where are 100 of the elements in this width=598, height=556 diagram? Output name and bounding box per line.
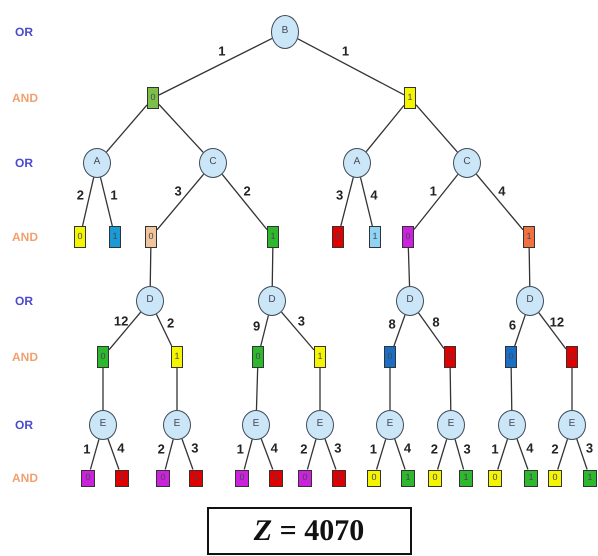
tree-line [244,439,253,470]
and-node-box: 0 [147,87,159,109]
and-node-box: 0 [235,470,249,486]
and-node-box: 1 [369,226,381,248]
and-node-box: 0 [505,346,517,368]
and-node-box: 0 [298,470,312,486]
or-node-ellipse: D [136,286,164,316]
edge-weight: 2 [167,316,174,330]
tree-line [557,438,568,470]
tree-line [497,438,508,470]
tree-line [260,315,270,346]
level-label: OR [15,25,33,39]
tree-line [164,439,174,470]
tree-line [107,438,120,470]
and-node-box: 1 [524,470,538,486]
and-node-box: 1 [404,87,416,109]
tree-line [150,248,152,286]
edge-weight: 1 [342,44,350,58]
edge-weight: 3 [174,184,182,198]
edge-weight: 3 [334,442,342,455]
tree-line [408,248,410,286]
tree-line [366,104,404,152]
or-node-ellipse: C [199,148,227,178]
edge-weight: 1 [491,442,499,456]
tree-line [528,248,530,286]
or-node-ellipse: A [343,148,371,178]
and-node-box: 0 [97,346,109,368]
edge-weight: 9 [252,319,260,332]
tree-line [571,368,573,410]
tree-line [393,314,406,346]
tree-line [260,438,274,470]
edge-weight: 3 [191,442,198,455]
and-node-box: 1 [267,226,279,248]
level-label: AND [12,350,38,364]
edge-weight: 2 [300,442,308,456]
result-box: Z = 4070 [206,507,412,555]
or-node-ellipse: B [271,15,299,49]
or-node-ellipse: C [453,148,481,178]
edge-weight: 4 [526,442,534,455]
tree-line [272,248,274,286]
or-node-ellipse: D [516,286,544,316]
tree-line [516,438,529,470]
and-node-box: 0 [332,226,344,248]
tree-line [90,439,100,470]
and-node-box: 1 [401,470,415,486]
tree-line [418,312,445,349]
or-node-ellipse: E [376,410,404,440]
or-node-ellipse: E [89,410,117,440]
edge-weight: 12 [114,314,128,328]
or-node-ellipse: E [437,410,465,440]
tree-line [476,174,524,230]
or-node-ellipse: E [163,410,191,440]
edge-weight: 3 [336,188,344,202]
edge-weight: 12 [550,315,564,328]
and-node-box: 1 [109,226,121,248]
tree-line [158,104,204,153]
tree-line [176,368,178,410]
tree-line [82,177,94,226]
tree-line [100,177,113,226]
tree-line [324,438,337,470]
level-label: AND [12,471,38,485]
level-label: AND [12,91,38,105]
edge-weight: 6 [508,318,516,332]
edge-weight: 1 [370,442,378,456]
edge-weight: 2 [243,184,251,198]
tree-line [394,438,406,470]
tree-line [181,438,194,470]
edge-weight: 3 [586,442,594,455]
or-node-ellipse: D [258,286,286,316]
and-node-box: 1 [189,470,203,486]
and-node-box: 1 [566,346,578,368]
and-node-box: 0 [81,470,95,486]
and-node-box: 0 [402,226,414,248]
edge-weight: 2 [76,188,84,202]
and-node-box: 1 [115,470,129,486]
edge-weight: 1 [430,184,437,198]
tree-line [576,438,588,470]
tree-line [414,174,458,230]
and-node-box: 0 [252,346,264,368]
or-node-ellipse: E [242,410,270,440]
tree-line [222,174,268,230]
edge-weight: 3 [464,442,471,456]
level-label: OR [15,418,33,432]
and-node-box: 1 [523,226,535,248]
and-node-box: 0 [428,470,442,486]
tree-line [298,38,404,96]
edge-weight: 4 [370,188,378,202]
tree-line [340,177,354,226]
tree-line [510,368,512,410]
edge-weight: 1 [218,44,226,58]
edge-weight: 1 [236,442,244,456]
edge-weight: 4 [117,442,124,455]
edge-weight: 1 [110,188,118,202]
tree-line [106,104,148,152]
tree-line [360,177,373,226]
level-label: AND [12,230,38,244]
and-node-box: 1 [583,470,597,486]
and-node-box: 1 [314,346,326,368]
edge-weight: 8 [432,315,440,328]
tree-line [108,312,142,350]
